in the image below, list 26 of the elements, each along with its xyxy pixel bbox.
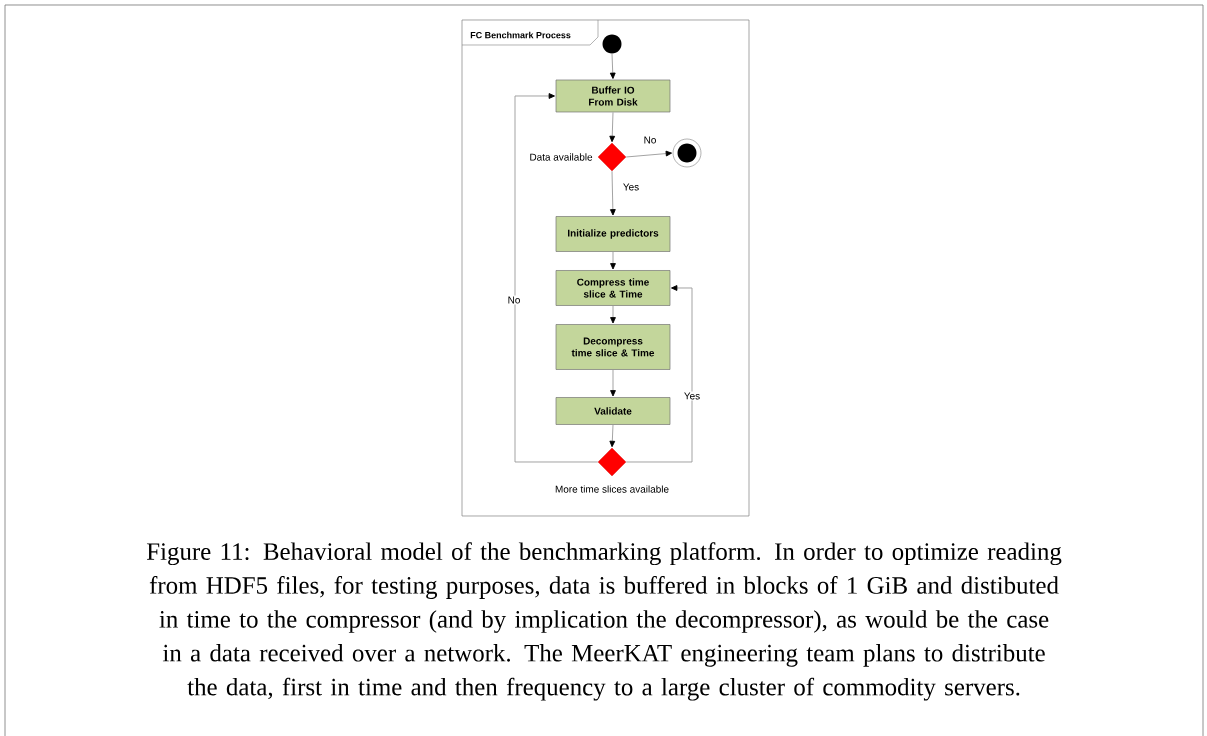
edge-label: Yes <box>623 183 639 191</box>
arrow <box>609 53 616 79</box>
arrow <box>610 305 616 324</box>
arrow <box>514 93 599 463</box>
edge-label: Yes <box>684 392 700 400</box>
condition-label: Data available <box>530 153 593 161</box>
action-box: Initialize predictors <box>555 216 671 252</box>
decision-diamond <box>597 142 627 172</box>
action-box: Decompress time slice & Time <box>555 324 671 370</box>
arrow <box>625 285 693 463</box>
initial-node <box>602 34 622 54</box>
arrow <box>609 111 616 143</box>
arrow <box>610 369 616 397</box>
caption: Figure 11: Behavioral model of the benchmarking platform. In order to optimize reading from HDF5 files, for testing purposes, data is buffered in blocks of 1 GiB and distibuted in time to the compressor (and by implication the decompressor), as would be the case in a data received over a network. The MeerKAT engineering team plans to distribute the data, first in time and then frequency to a large cluster of commodity servers. <box>146 542 1062 701</box>
arrow <box>625 150 673 158</box>
action-box: Compress time slice & Time <box>555 270 671 306</box>
decision-diamond <box>597 447 627 477</box>
final-node <box>672 138 702 168</box>
action-box: Buffer IO From Disk <box>555 79 671 113</box>
edge-label: No <box>508 296 520 304</box>
action-box: Validate <box>555 397 671 425</box>
arrow <box>609 424 616 448</box>
condition-label: More time slices available <box>555 485 669 493</box>
edge-label: No <box>644 136 656 144</box>
arrow <box>609 170 616 216</box>
arrow <box>610 251 616 270</box>
